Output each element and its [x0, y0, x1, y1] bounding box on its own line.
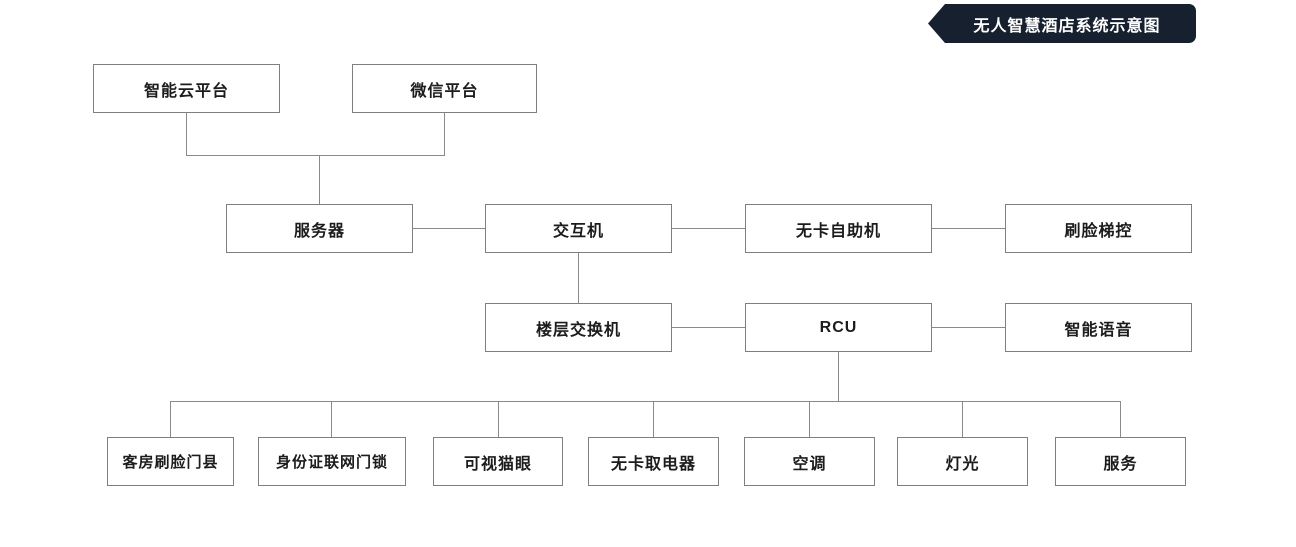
node-floor-switch: 楼层交换机 [485, 303, 672, 352]
connector-kiosk-elevator [932, 228, 1005, 229]
connector-rcu-bus [170, 401, 1121, 402]
node-cardless-power: 无卡取电器 [588, 437, 719, 486]
connector-rcu-voice [932, 327, 1005, 328]
node-air-conditioner-label: 空调 [792, 455, 827, 473]
node-service: 服务 [1055, 437, 1186, 486]
node-id-network-lock: 身份证联网门锁 [258, 437, 406, 486]
node-smart-voice-label: 智能语音 [1064, 321, 1133, 339]
node-lighting: 灯光 [897, 437, 1028, 486]
node-rcu-label: RCU [819, 318, 858, 336]
node-service-label: 服务 [1103, 455, 1138, 473]
node-video-peephole: 可视猫眼 [433, 437, 563, 486]
connector-bus-to-idlock [331, 401, 332, 437]
node-floor-switch-label: 楼层交换机 [535, 321, 621, 339]
diagram-title: 无人智慧酒店系统示意图 [973, 17, 1161, 35]
connector-floorswitch-rcu [672, 327, 745, 328]
connector-bus-to-server [319, 155, 320, 204]
node-cardless-kiosk: 无卡自助机 [745, 204, 932, 253]
connector-bus-to-peephole [498, 401, 499, 437]
node-face-elevator-control: 刷脸梯控 [1005, 204, 1192, 253]
connector-cloud-down [186, 113, 187, 155]
node-wechat-platform-label: 微信平台 [410, 82, 479, 100]
node-cloud-platform-label: 智能云平台 [143, 82, 229, 100]
node-room-face-access: 客房刷脸门县 [107, 437, 234, 486]
node-video-peephole-label: 可视猫眼 [463, 455, 532, 473]
node-cardless-power-label: 无卡取电器 [610, 455, 696, 473]
node-cloud-platform: 智能云平台 [93, 64, 280, 113]
node-smart-voice: 智能语音 [1005, 303, 1192, 352]
connector-exchanger-floorswitch [578, 253, 579, 303]
node-rcu: RCU [745, 303, 932, 352]
connector-platforms-bus [186, 155, 445, 156]
connector-bus-to-light [962, 401, 963, 437]
node-exchanger: 交互机 [485, 204, 672, 253]
node-lighting-label: 灯光 [945, 455, 980, 473]
connector-bus-to-power [653, 401, 654, 437]
node-server: 服务器 [226, 204, 413, 253]
node-wechat-platform: 微信平台 [352, 64, 537, 113]
connector-bus-to-dooraccess [170, 401, 171, 437]
node-face-elevator-control-label: 刷脸梯控 [1064, 222, 1133, 240]
connector-server-exchanger [413, 228, 485, 229]
node-exchanger-label: 交互机 [552, 222, 604, 240]
title-ribbon: 无人智慧酒店系统示意图 [928, 4, 1196, 43]
connector-bus-to-ac [809, 401, 810, 437]
connector-wechat-down [444, 113, 445, 155]
node-id-network-lock-label: 身份证联网门锁 [275, 454, 388, 471]
connector-rcu-down [838, 352, 839, 401]
connector-bus-to-service [1120, 401, 1121, 437]
node-cardless-kiosk-label: 无卡自助机 [795, 222, 881, 240]
node-room-face-access-label: 客房刷脸门县 [122, 454, 219, 471]
connector-exchanger-kiosk [672, 228, 745, 229]
node-air-conditioner: 空调 [744, 437, 875, 486]
node-server-label: 服务器 [293, 222, 345, 240]
